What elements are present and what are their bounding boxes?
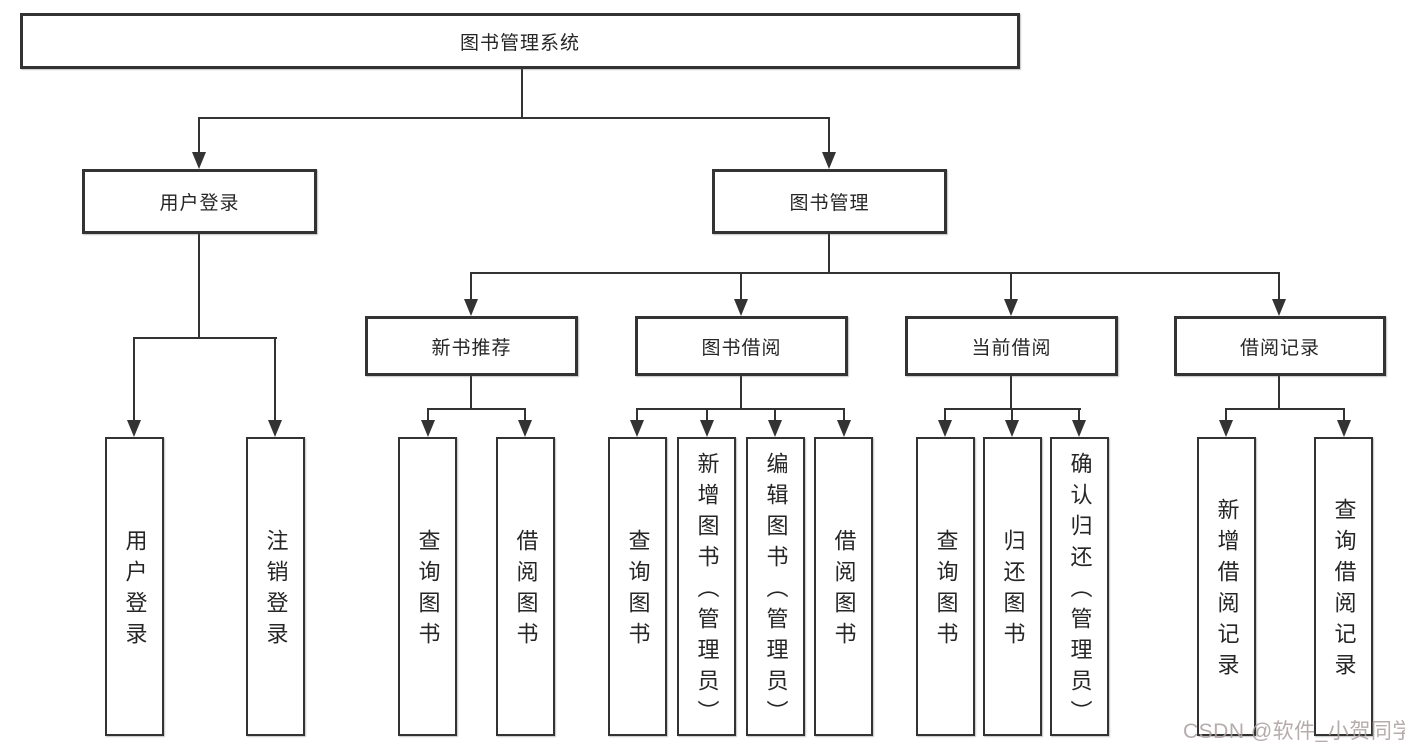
node-user-login: 用户登录 <box>82 169 317 234</box>
leaf-current-confirm-return-admin: 确认归还（管理员） <box>1050 437 1109 736</box>
node-label: 当前借阅 <box>971 337 1052 359</box>
node-current-borrow: 当前借阅 <box>905 316 1118 376</box>
leaf-current-return-book: 归还图书 <box>983 437 1042 736</box>
csdn-watermark: CSDN @软件_小贺同学 <box>1183 720 1405 743</box>
connector-current-stem <box>1010 376 1012 410</box>
arrow-head-icon <box>127 420 141 437</box>
leaf-borrow-add-book-admin: 新增图书（管理员） <box>677 437 736 736</box>
connector-leaf-line <box>843 408 845 422</box>
connector-login-branch <box>133 337 277 339</box>
leaf-label: 新增借阅记录 <box>1214 498 1240 684</box>
leaf-borrow-edit-book-admin: 编辑图书（管理员） <box>746 437 805 736</box>
connector-leaf-line <box>1078 408 1080 422</box>
connector-leaf-line <box>427 408 429 422</box>
leaf-label: 新增图书（管理员） <box>694 451 720 731</box>
connector-root-stem <box>521 69 523 119</box>
node-label: 图书管理系统 <box>459 32 580 54</box>
arrow-head-icon <box>1219 420 1233 437</box>
connector-newbook-branch <box>427 408 526 410</box>
node-label: 借阅记录 <box>1239 337 1320 359</box>
leaf-label: 借阅图书 <box>513 529 539 653</box>
connector-records-stem <box>1278 376 1280 410</box>
connector-to-current-borrow <box>1010 272 1012 301</box>
connector-leaf-line <box>944 408 946 422</box>
connector-leaf-line <box>524 408 526 422</box>
leaf-label: 确认归还（管理员） <box>1067 451 1093 731</box>
arrow-head-icon <box>822 152 836 169</box>
arrow-head-icon <box>1272 299 1286 316</box>
connector-to-book-mgmt <box>828 117 830 154</box>
arrow-head-icon <box>1004 299 1018 316</box>
leaf-records-add-record: 新增借阅记录 <box>1197 437 1256 736</box>
leaf-current-query-book: 查询图书 <box>916 437 975 736</box>
leaf-newbook-borrow-book: 借阅图书 <box>496 437 555 736</box>
connector-leaf-line <box>636 408 638 422</box>
leaf-label: 借阅图书 <box>831 529 857 653</box>
connector-to-leaf-login <box>133 337 135 421</box>
node-label: 图书借阅 <box>701 337 782 359</box>
arrow-head-icon <box>268 420 282 437</box>
node-library-system-root: 图书管理系统 <box>20 13 1020 69</box>
connector-to-book-borrow <box>740 272 742 301</box>
leaf-newbook-query-book: 查询图书 <box>398 437 457 736</box>
node-book-management: 图书管理 <box>712 169 947 234</box>
arrow-head-icon <box>464 299 478 316</box>
leaf-label: 查询图书 <box>933 529 959 653</box>
arrow-head-icon <box>700 420 714 437</box>
arrow-head-icon <box>192 152 206 169</box>
connector-borrow-branch <box>636 408 845 410</box>
leaf-borrow-query-book: 查询图书 <box>608 437 667 736</box>
connector-login-stem <box>198 234 200 339</box>
leaf-user-login: 用户登录 <box>105 437 164 736</box>
arrow-head-icon <box>1337 420 1351 437</box>
connector-leaf-line <box>706 408 708 422</box>
arrow-head-icon <box>768 420 782 437</box>
connector-to-borrow-records <box>1278 272 1280 301</box>
arrow-head-icon <box>421 420 435 437</box>
connector-to-user-login <box>198 117 200 154</box>
leaf-records-query-record: 查询借阅记录 <box>1314 437 1373 736</box>
leaf-label: 归还图书 <box>1000 529 1026 653</box>
connector-mgmt-stem <box>828 234 830 274</box>
node-book-borrow: 图书借阅 <box>635 316 848 376</box>
connector-leaf-line <box>1011 408 1013 422</box>
leaf-label: 用户登录 <box>122 529 148 653</box>
leaf-label: 注销登录 <box>263 529 289 653</box>
arrow-head-icon <box>518 420 532 437</box>
node-label: 新书推荐 <box>431 337 512 359</box>
node-new-book-recommend: 新书推荐 <box>365 316 578 376</box>
leaf-label: 查询借阅记录 <box>1331 498 1357 684</box>
arrow-head-icon <box>630 420 644 437</box>
connector-newbook-stem <box>470 376 472 410</box>
arrow-head-icon <box>938 420 952 437</box>
connector-mgmt-branch <box>470 272 1280 274</box>
arrow-head-icon <box>1005 420 1019 437</box>
arrow-head-icon <box>1072 420 1086 437</box>
leaf-label: 编辑图书（管理员） <box>763 451 789 731</box>
connector-to-new-book <box>470 272 472 301</box>
leaf-label: 查询图书 <box>625 529 651 653</box>
connector-leaf-line <box>1225 408 1227 422</box>
arrow-head-icon <box>734 299 748 316</box>
connector-leaf-line <box>1343 408 1345 422</box>
node-borrow-records: 借阅记录 <box>1174 316 1386 376</box>
connector-to-leaf-logout <box>274 337 276 421</box>
leaf-logout: 注销登录 <box>246 437 305 736</box>
leaf-borrow-borrow-book: 借阅图书 <box>814 437 873 736</box>
leaf-label: 查询图书 <box>415 529 441 653</box>
connector-records-branch <box>1225 408 1345 410</box>
connector-borrow-stem <box>740 376 742 410</box>
connector-leaf-line <box>774 408 776 422</box>
arrow-head-icon <box>837 420 851 437</box>
connector-root-branch <box>198 117 830 119</box>
node-label: 用户登录 <box>159 193 240 214</box>
node-label: 图书管理 <box>789 193 870 214</box>
